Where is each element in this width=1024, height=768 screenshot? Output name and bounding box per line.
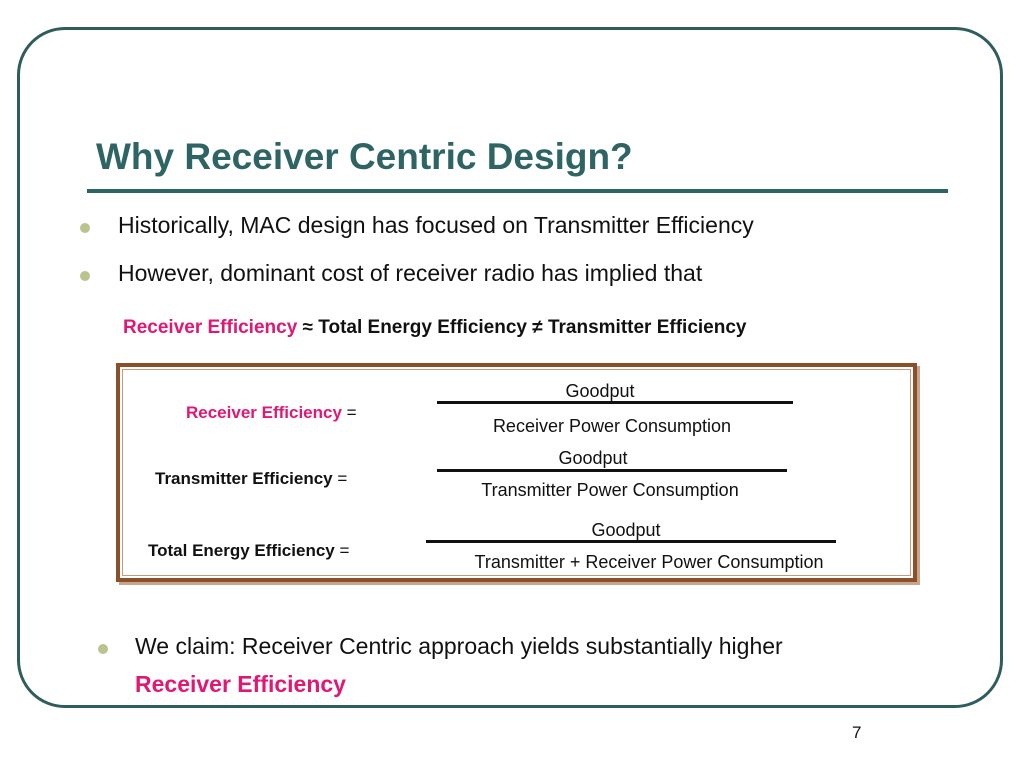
equals-sign: = [334,541,350,560]
fraction-bar [437,401,793,404]
approx-symbol: ≈ [297,317,319,338]
equals-sign: = [341,403,357,422]
fraction-bar [437,469,787,472]
receiver-efficiency-term: Receiver Efficiency [123,317,298,338]
bullet-historically: Historically, MAC design has focused on … [118,212,754,238]
formula-total-denominator: Transmitter + Receiver Power Consumption [474,552,824,572]
slide-title: Why Receiver Centric Design? [96,136,633,177]
efficiency-relation: Receiver Efficiency ≈ Total Energy Effic… [123,317,747,339]
formula-transmitter-numerator: Goodput [558,448,628,468]
bullet-dot [98,644,108,654]
slide-frame [17,27,1003,708]
formula-receiver-label: Receiver Efficiency = [186,403,357,423]
claim-highlight: Receiver Efficiency [135,671,346,697]
not-equal-symbol: ≠ [526,317,548,338]
formula-total-label: Total Energy Efficiency = [148,541,349,561]
title-underline [87,189,948,193]
page-number: 7 [852,723,862,742]
bullet-dot [80,271,90,281]
formula-name: Receiver Efficiency [186,403,342,422]
bullet-dot [80,223,90,233]
transmitter-efficiency-term: Transmitter Efficiency [547,317,747,338]
formula-name: Total Energy Efficiency [148,541,335,560]
fraction-bar [426,540,836,543]
formula-transmitter-label: Transmitter Efficiency = [155,469,347,489]
formula-transmitter-denominator: Transmitter Power Consumption [481,480,739,500]
formula-total-numerator: Goodput [591,520,661,540]
formula-name: Transmitter Efficiency [155,469,333,488]
formula-box [116,363,917,582]
total-energy-efficiency-term: Total Energy Efficiency [318,317,527,338]
bullet-however: However, dominant cost of receiver radio… [118,260,703,286]
formula-receiver-numerator: Goodput [565,381,635,401]
equals-sign: = [332,469,348,488]
formula-receiver-denominator: Receiver Power Consumption [492,416,732,436]
claim-text: We claim: Receiver Centric approach yiel… [135,633,783,659]
